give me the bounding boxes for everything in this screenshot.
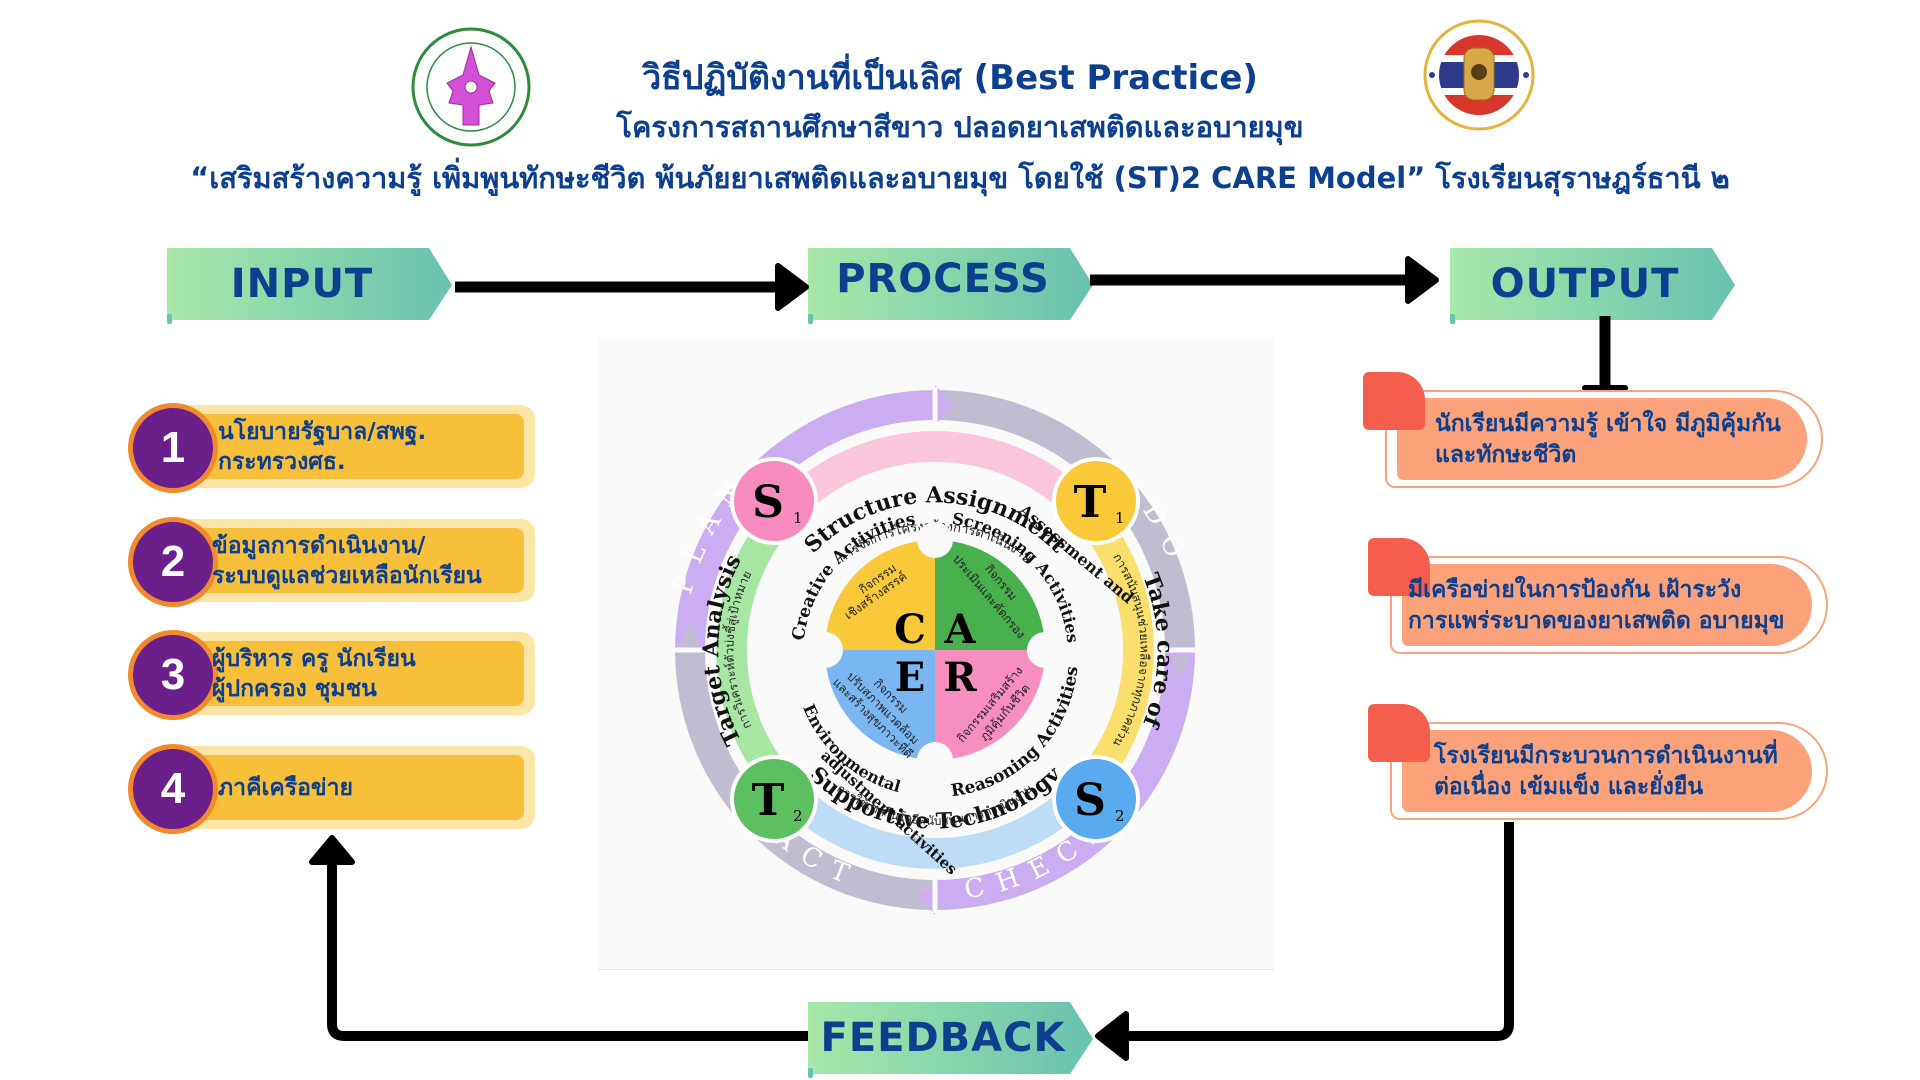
svg-text:1: 1 <box>1115 509 1125 527</box>
input-item-text-content: ผู้บริหาร ครู นักเรียน ผู้ปกครอง ชุมชน <box>212 645 416 702</box>
output-item-fill <box>1402 730 1812 812</box>
target-band <box>716 495 802 805</box>
input-label: INPUT <box>230 261 374 307</box>
output-item-tab <box>1368 538 1430 596</box>
output-item-1: นักเรียนมีความรู้ เข้าใจ มีภูมิคุ้มกัน แ… <box>1363 372 1823 488</box>
output-item-2: มีเครือข่ายในการป้องกัน เฝ้าระวัง การแพร… <box>1368 538 1828 654</box>
supportive-band <box>780 783 1090 869</box>
takecare-band <box>1068 495 1154 805</box>
output-item-tab <box>1363 372 1425 430</box>
arrow-process-to-output <box>1090 256 1439 304</box>
care-letter-e: E <box>895 654 926 701</box>
input-item-text-content: ภาคีเครือข่าย <box>218 774 353 801</box>
output-item-text-content: โรงเรียนมีกระบวนการดำเนินงานที่ ต่อเนื่อ… <box>1434 743 1778 800</box>
school-emblem-icon <box>411 27 531 147</box>
banner-shape <box>808 1002 1093 1078</box>
care-e-quadrant <box>825 650 935 760</box>
structure-band <box>780 431 1090 517</box>
input-item-text-content: นโยบายรัฐบาล/สพฐ. กระทรวงศธ. <box>218 418 427 475</box>
care-r-quadrant <box>935 650 1045 760</box>
page-slogan: “เสริมสร้างความรู้ เพิ่มพูนทักษะชีวิต พ้… <box>190 161 1730 195</box>
care-letter-r: R <box>943 654 977 701</box>
input-item-fill <box>184 641 524 706</box>
node-s2: S 2 <box>1052 755 1140 843</box>
input-number-badge: 3 <box>128 630 218 720</box>
node-t1: T 1 <box>1052 457 1140 545</box>
process-label: PROCESS <box>836 256 1050 302</box>
plan-arrowhead-icon <box>935 385 953 425</box>
school-logo <box>409 25 533 149</box>
output-item-tab <box>1368 704 1430 762</box>
output-banner: OUTPUT <box>1450 248 1740 324</box>
page-title: วิธีปฏิบัติงานที่เป็นเลิศ (Best Practice… <box>642 58 1258 98</box>
node-t2: T 2 <box>730 755 818 843</box>
input-item-1: 1 นโยบายรัฐบาล/สพฐ. กระทรวงศธ. <box>128 403 535 493</box>
care-letter-a: A <box>943 606 976 653</box>
input-number-badge: 4 <box>128 744 218 834</box>
output-item-text: มีเครือข่ายในการป้องกัน เฝ้าระวัง การแพร… <box>1408 568 1784 644</box>
input-item-text: ภาคีเครือข่าย <box>218 755 353 820</box>
input-item-3: 3 ผู้บริหาร ครู นักเรียน ผู้ปกครอง ชุมชน <box>128 630 535 720</box>
svg-text:2: 2 <box>1115 807 1125 825</box>
input-item-4: 4 ภาคีเครือข่าย <box>128 744 535 834</box>
act-arrowhead-icon <box>680 623 700 645</box>
svg-text:T: T <box>1074 477 1107 528</box>
banner-shape <box>808 248 1093 324</box>
check-arrowhead-icon <box>917 885 935 915</box>
svg-text:S: S <box>1074 775 1106 826</box>
input-item-fill <box>184 414 524 479</box>
output-item-text: โรงเรียนมีกระบวนการดำเนินงานที่ ต่อเนื่อ… <box>1434 734 1778 810</box>
care-c-quadrant <box>825 540 935 650</box>
white-school-emblem-icon <box>1423 19 1535 131</box>
arrow-feedback-to-input <box>309 835 808 1041</box>
svg-text:T: T <box>752 775 785 826</box>
do-arc <box>935 390 1195 650</box>
input-item-2: 2 ข้อมูลการดำเนินงาน/ ระบบดูแลช่วยเหลือน… <box>128 517 535 607</box>
output-item-fill <box>1397 398 1807 480</box>
arrow-input-to-process <box>455 263 809 311</box>
feedback-label: FEEDBACK <box>820 1015 1066 1061</box>
plan-arc <box>675 390 935 650</box>
output-item-text: นักเรียนมีความรู้ เข้าใจ มีภูมิคุ้มกัน แ… <box>1435 402 1781 478</box>
care-letter-c: C <box>894 606 926 653</box>
act-arc <box>675 650 935 910</box>
svg-text:1: 1 <box>793 509 803 527</box>
node-s1: S 1 <box>730 457 818 545</box>
care-model-panel: PLAN DO CHECK ACT Structure Assignment ก… <box>598 337 1274 970</box>
output-item-text-content: มีเครือข่ายในการป้องกัน เฝ้าระวัง การแพร… <box>1408 577 1785 634</box>
white-school-logo <box>1422 18 1536 132</box>
svg-text:S: S <box>752 477 784 528</box>
input-item-text: ผู้บริหาร ครู นักเรียน ผู้ปกครอง ชุมชน <box>212 641 416 706</box>
output-item-3: โรงเรียนมีกระบวนการดำเนินงานที่ ต่อเนื่อ… <box>1368 704 1828 820</box>
input-item-fill <box>184 528 524 593</box>
page-subtitle: โครงการสถานศึกษาสีขาว ปลอดยาเสพติดและอบา… <box>616 110 1304 144</box>
input-banner: INPUT <box>167 248 457 324</box>
arrow-output-to-feedback <box>1095 822 1514 1061</box>
output-item-text-content: นักเรียนมีความรู้ เข้าใจ มีภูมิคุ้มกัน แ… <box>1435 411 1781 468</box>
st-ring: Structure Assignment การจัดการโครงสร้างก… <box>698 431 1178 869</box>
feedback-banner: FEEDBACK <box>808 1002 1098 1078</box>
input-item-text-content: ข้อมูลการดำเนินงาน/ ระบบดูแลช่วยเหลือนัก… <box>212 532 482 589</box>
care-a-quadrant <box>935 540 1045 650</box>
input-item-text: นโยบายรัฐบาล/สพฐ. กระทรวงศธ. <box>218 414 426 479</box>
output-label: OUTPUT <box>1490 261 1680 307</box>
input-number-badge: 1 <box>128 403 218 493</box>
banner-shape <box>167 248 452 324</box>
output-item-fill <box>1402 564 1812 646</box>
banner-shape <box>1450 248 1735 324</box>
do-arrowhead-icon <box>1170 655 1190 677</box>
input-item-fill <box>184 755 524 820</box>
care-model-diagram: PLAN DO CHECK ACT Structure Assignment ก… <box>668 385 1198 915</box>
input-number-badge: 2 <box>128 517 218 607</box>
svg-text:2: 2 <box>793 807 803 825</box>
process-banner: PROCESS <box>808 248 1098 324</box>
check-arc <box>935 650 1195 910</box>
input-item-text: ข้อมูลการดำเนินงาน/ ระบบดูแลช่วยเหลือนัก… <box>212 528 482 593</box>
